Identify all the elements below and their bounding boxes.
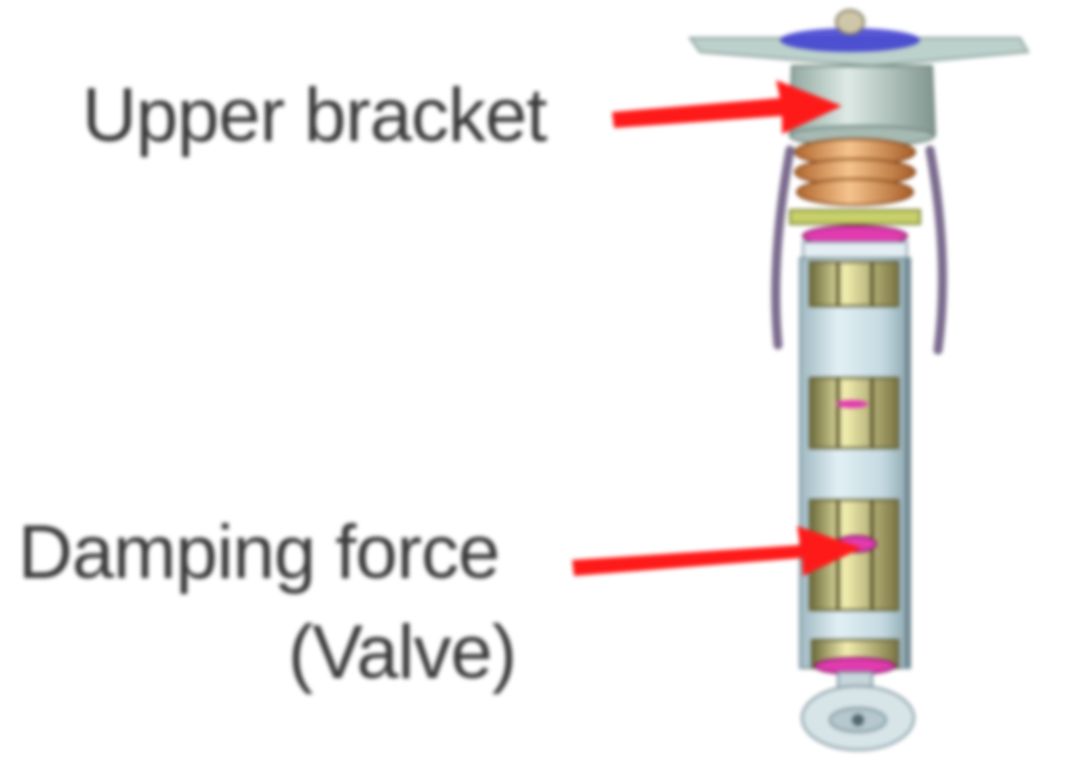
- side-link-rods: [771, 145, 947, 355]
- upper-bracket-arrow: [612, 80, 842, 134]
- upper-bracket-label: Upper bracket: [82, 73, 547, 158]
- bottom-eye-mount: [801, 671, 915, 751]
- damping-force-label: Damping force: [18, 510, 500, 595]
- top-mount-plate: [688, 9, 1030, 68]
- cutaway-window-1: [809, 261, 899, 307]
- cutaway-window-2: [809, 377, 899, 449]
- lower-seal: [811, 639, 899, 675]
- valve-label: (Valve): [288, 610, 517, 695]
- coil-spring: [794, 138, 916, 206]
- damping-force-arrow: [572, 526, 862, 576]
- upper-seal: [789, 209, 921, 261]
